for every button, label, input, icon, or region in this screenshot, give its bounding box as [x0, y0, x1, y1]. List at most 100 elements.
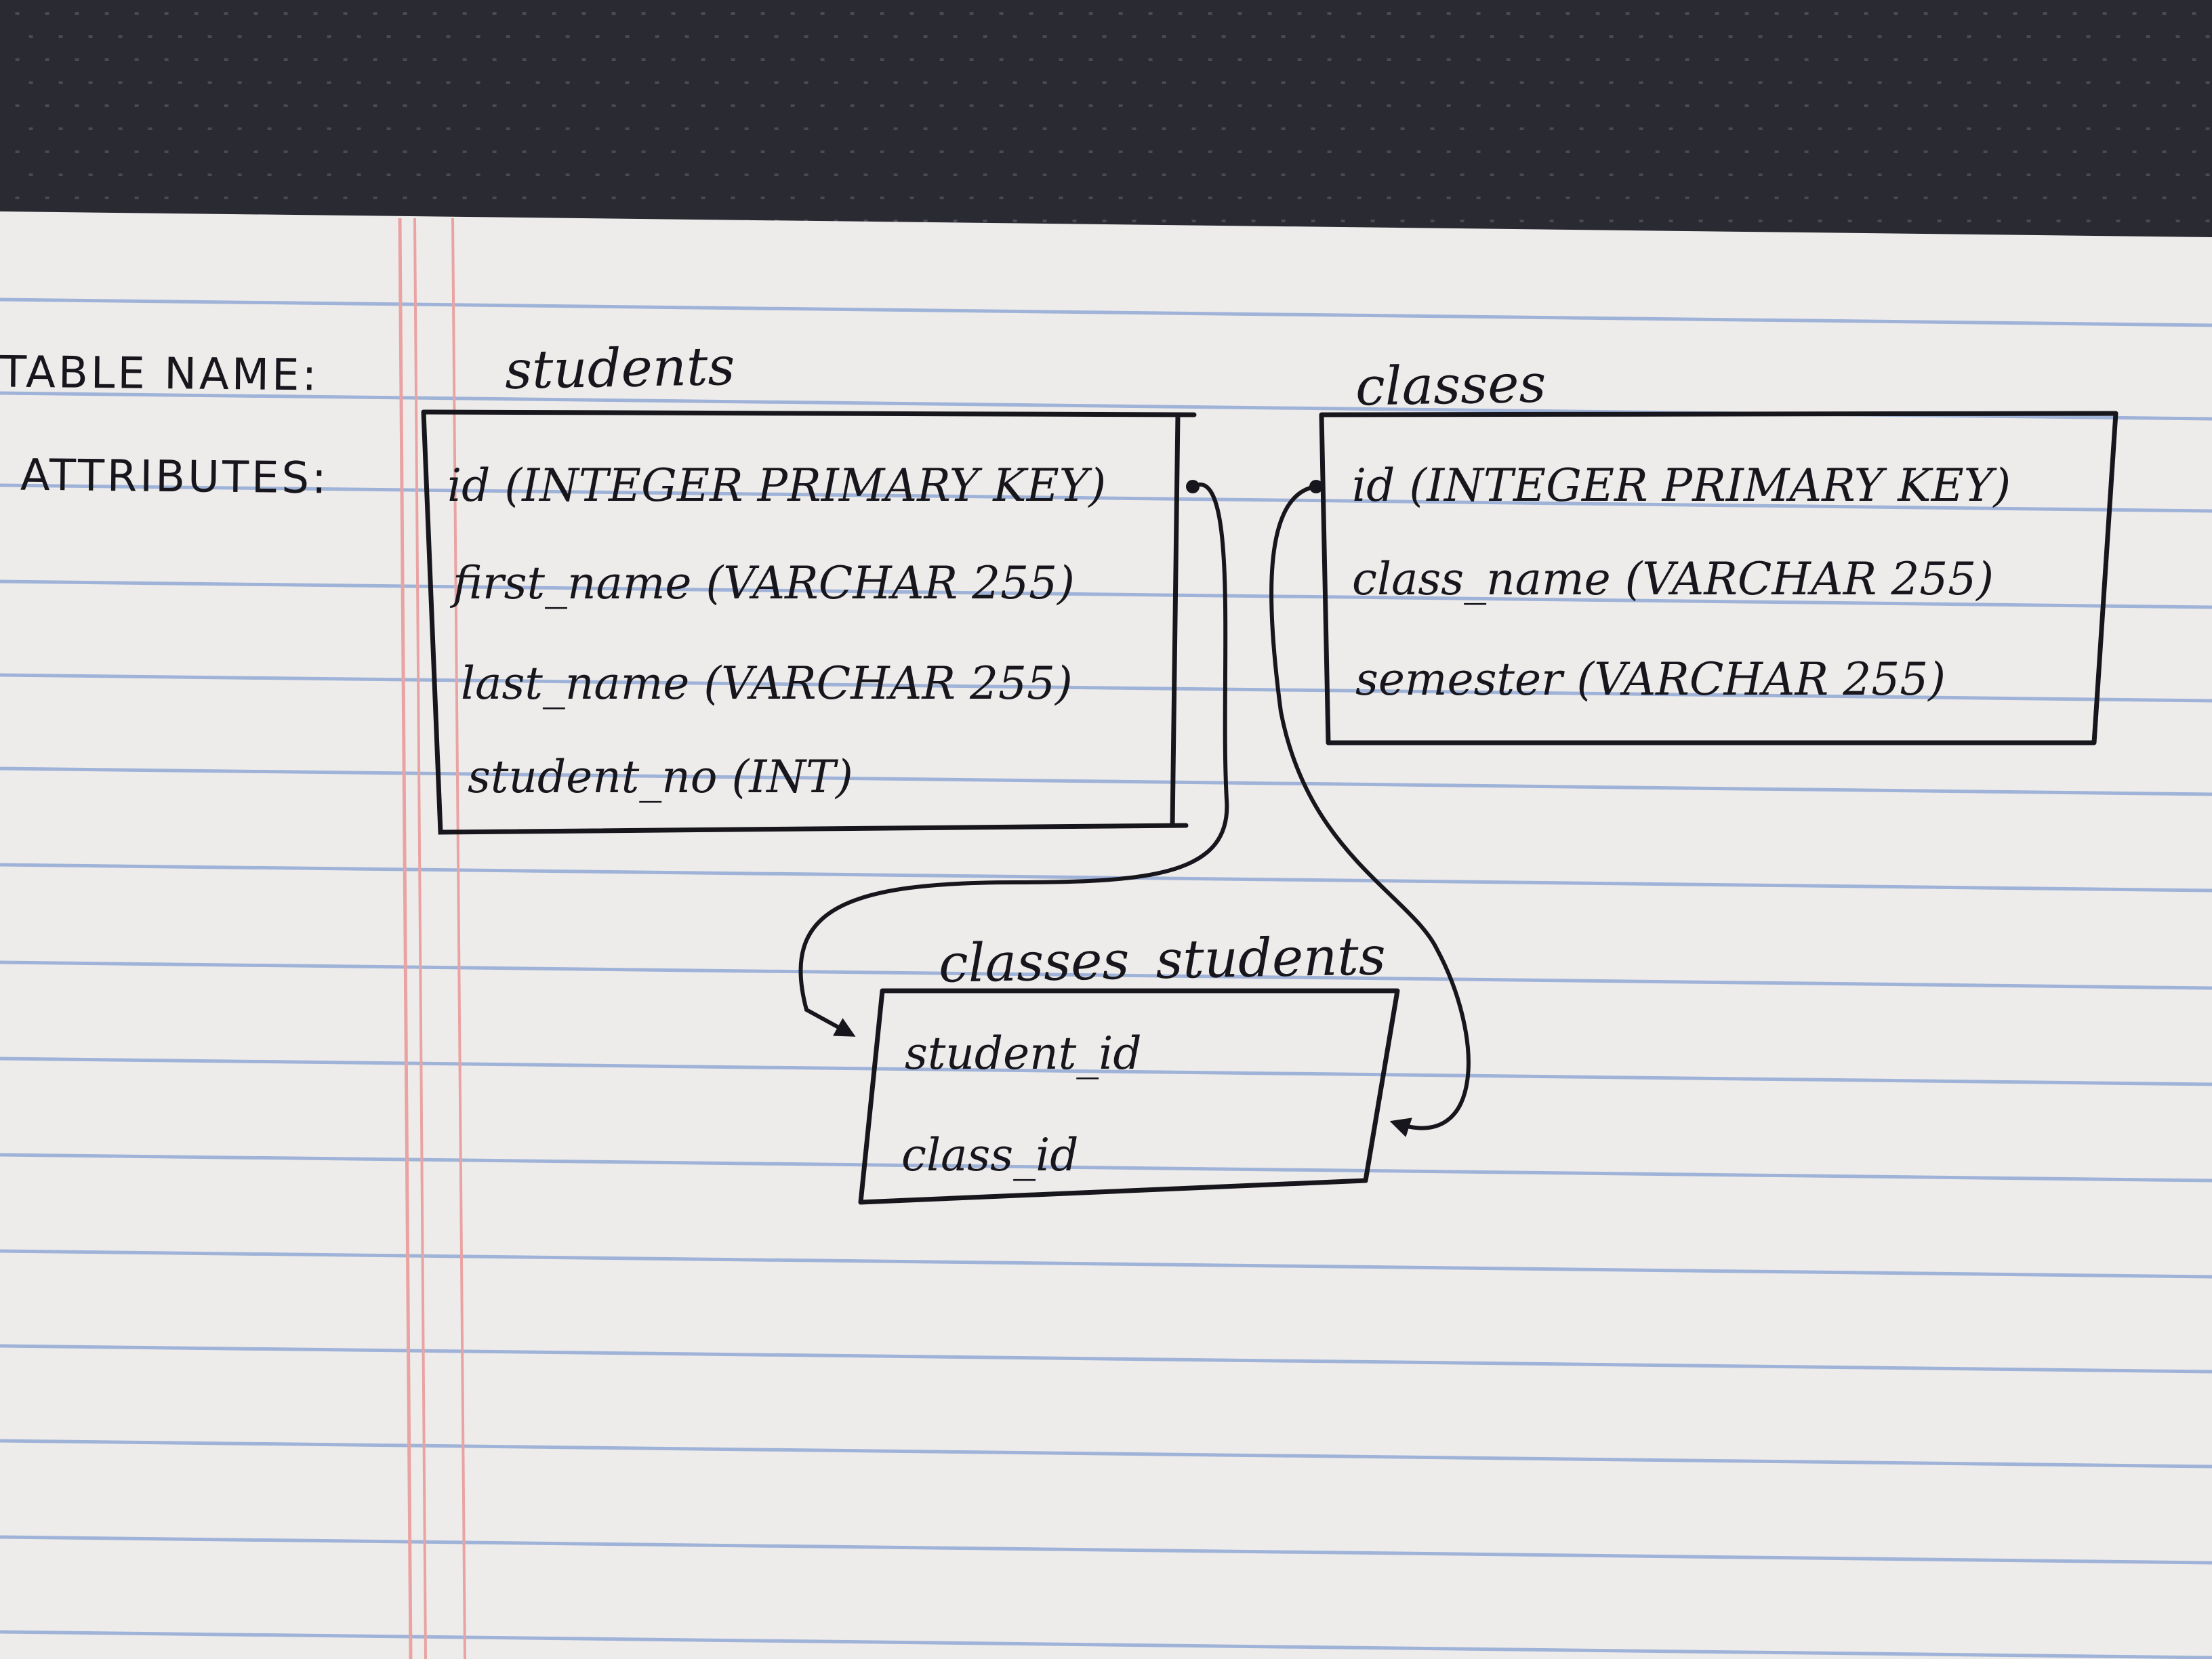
- fabric-dot: [1685, 150, 1689, 153]
- fabric-dot: [1774, 104, 1779, 107]
- fabric-dot: [1400, 220, 1405, 222]
- fabric-dot: [134, 150, 139, 153]
- fabric-dot: [969, 150, 974, 153]
- fabric-dot: [492, 197, 497, 199]
- fabric-dot: [237, 81, 242, 84]
- fabric-dot: [2116, 220, 2121, 222]
- fabric-dot: [28, 81, 33, 84]
- fabric-dot: [1715, 197, 1719, 199]
- fabric-dot: [1132, 35, 1136, 38]
- fabric-dot: [462, 197, 467, 199]
- fabric-dot: [1162, 35, 1166, 38]
- fabric-dot: [164, 197, 169, 199]
- fabric-dot: [118, 127, 123, 130]
- fabric-dot: [1191, 127, 1196, 130]
- fabric-dot: [1029, 104, 1033, 107]
- classes-attr-id: id (INTEGER PRIMARY KEY): [1352, 459, 2011, 512]
- fabric-dot: [178, 35, 182, 38]
- fabric-dot: [2205, 35, 2210, 38]
- fabric-dot: [969, 197, 974, 199]
- fabric-dot: [1102, 173, 1107, 176]
- fabric-dot: [1012, 220, 1017, 222]
- fabric-dot: [714, 173, 719, 176]
- fabric-dot: [432, 150, 437, 153]
- fabric-dot: [2086, 173, 2091, 176]
- fabric-dot: [939, 197, 944, 199]
- fabric-dot: [45, 197, 49, 199]
- fabric-dot: [118, 81, 123, 84]
- fabric-dot: [2116, 173, 2121, 176]
- fabric-dot: [313, 12, 318, 15]
- fabric-dot: [1132, 81, 1136, 84]
- fabric-dot: [1536, 58, 1540, 61]
- fabric-dot: [373, 12, 377, 15]
- fabric-dot: [1446, 12, 1451, 15]
- fabric-dot: [1148, 104, 1153, 107]
- fabric-dot: [2072, 104, 2077, 107]
- fabric-dot: [1953, 104, 1958, 107]
- fabric-dot: [625, 173, 630, 176]
- fabric-dot: [75, 150, 79, 153]
- fabric-dot: [863, 173, 868, 176]
- fabric-dot: [373, 58, 377, 61]
- fabric-dot: [1847, 127, 1852, 130]
- fabric-dot: [999, 12, 1004, 15]
- classes-attr-semester: semester (VARCHAR 255): [1355, 653, 1946, 705]
- fabric-dot: [595, 35, 600, 38]
- fabric-dot: [731, 12, 735, 15]
- fabric-dot: [1251, 81, 1256, 84]
- fabric-dot: [207, 81, 212, 84]
- fabric-dot: [1506, 58, 1511, 61]
- fabric-dot: [476, 173, 480, 176]
- classes-students-attr-student-id: student_id: [905, 1027, 1142, 1080]
- fabric-dot: [1072, 81, 1077, 84]
- fabric-dot: [939, 58, 944, 61]
- fabric-dot: [75, 58, 79, 61]
- fabric-dot: [1728, 81, 1733, 84]
- fabric-dot: [267, 35, 272, 38]
- fabric-dot: [953, 81, 958, 84]
- fabric-dot: [2086, 127, 2091, 130]
- fabric-dot: [1029, 150, 1033, 153]
- fabric-dot: [1251, 35, 1256, 38]
- fabric-dot: [1744, 150, 1749, 153]
- fabric-dot: [581, 12, 586, 15]
- fabric-dot: [565, 81, 570, 84]
- fabric-dot: [118, 173, 123, 176]
- fabric-dot: [1565, 58, 1570, 61]
- fabric-dot: [1042, 173, 1047, 176]
- fabric-dot: [506, 127, 510, 130]
- fabric-dot: [1072, 127, 1077, 130]
- fabric-dot: [1685, 104, 1689, 107]
- fabric-dot: [565, 35, 570, 38]
- fabric-dot: [953, 220, 958, 222]
- students-attr-first-name: first_name (VARCHAR 255): [453, 557, 1075, 609]
- fabric-dot: [1996, 81, 2001, 84]
- paper: [0, 211, 2212, 1659]
- fabric-dot: [581, 150, 586, 153]
- fabric-dot: [1430, 81, 1435, 84]
- fabric-dot: [1625, 12, 1630, 15]
- fabric-dot: [1327, 12, 1332, 15]
- ruled-line: [0, 1535, 2212, 1565]
- fabric-dot: [1983, 197, 1988, 199]
- fabric-dot: [2043, 197, 2047, 199]
- ruled-line: [0, 1153, 2212, 1183]
- fabric-dot: [1565, 197, 1570, 199]
- fabric-dot: [1758, 81, 1763, 84]
- fabric-dot: [1668, 35, 1673, 38]
- fabric-dot: [1983, 58, 1988, 61]
- fabric-dot: [1416, 197, 1421, 199]
- fabric-dot: [714, 35, 719, 38]
- fabric-dot: [1579, 81, 1584, 84]
- fabric-dot: [2146, 35, 2150, 38]
- fabric-dot: [2086, 81, 2091, 84]
- fabric-dot: [850, 197, 855, 199]
- fabric-dot: [224, 104, 228, 107]
- fabric-dot: [1625, 104, 1630, 107]
- fabric-dot: [565, 127, 570, 130]
- fabric-dot: [522, 104, 527, 107]
- fabric-dot: [1460, 81, 1465, 84]
- fabric-dot: [1579, 127, 1584, 130]
- fabric-dot: [1088, 58, 1093, 61]
